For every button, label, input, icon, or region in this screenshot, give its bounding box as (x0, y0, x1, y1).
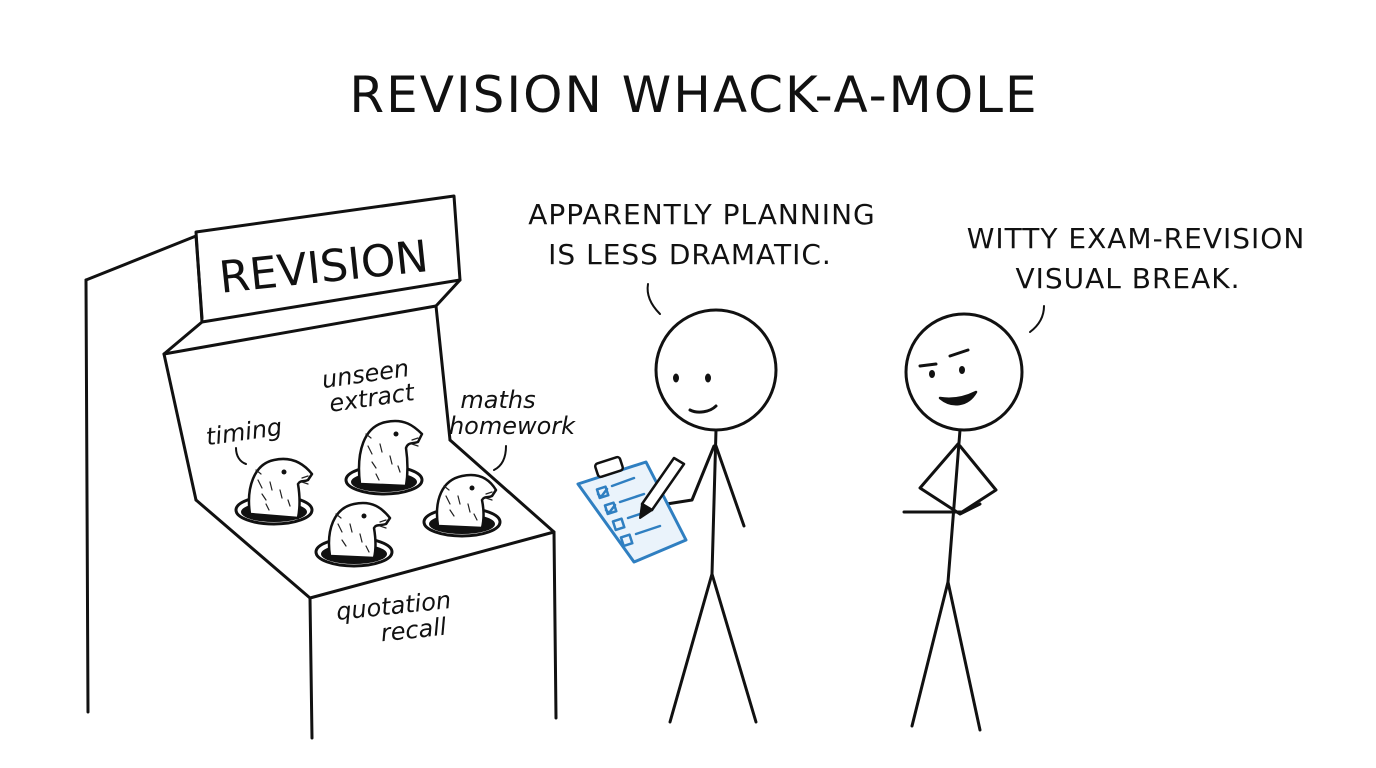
friend-right-leg (946, 580, 982, 732)
friend-stick-figure: WITTY EXAM-REVISION VISUAL BREAK. (902, 222, 1306, 732)
check-mark-1 (596, 487, 609, 499)
label-timing: timing (204, 413, 284, 451)
planner-speech-pointer (646, 283, 661, 315)
checklist-line (610, 476, 636, 488)
planner-body (710, 428, 718, 576)
machine-top-edge (84, 234, 198, 282)
machine-table-top (194, 438, 556, 600)
planner-right-arm (714, 444, 746, 528)
machine-connector-left (162, 320, 204, 356)
machine-sign-text: REVISION (217, 231, 431, 304)
check-mark-2 (604, 503, 617, 515)
planner-right-leg (710, 572, 758, 724)
friend-eye-right (959, 366, 965, 374)
machine-connector-right (434, 278, 462, 308)
label-timing-pointer (235, 447, 247, 465)
machine-front-right-edge (552, 530, 558, 720)
checkbox-4 (619, 533, 634, 548)
planner-eye-left (673, 373, 679, 383)
checkbox-3 (611, 517, 626, 532)
clipboard-clip (594, 455, 624, 479)
clipboard (576, 455, 688, 564)
machine-left-side (84, 278, 90, 714)
planner-left-leg (668, 572, 714, 724)
comic-title: REVISION WHACK-A-MOLE (349, 66, 1038, 124)
planner-stick-figure: APPARENTLY PLANNING IS LESS DRAMATIC. (528, 198, 875, 724)
machine-front-left-edge (308, 596, 314, 740)
friend-left-leg (910, 580, 950, 728)
planner-speech-line2: IS LESS DRAMATIC. (548, 238, 832, 271)
machine-back-right (434, 304, 452, 442)
machine-back-top (162, 304, 438, 356)
friend-body (946, 428, 962, 584)
friend-head (904, 312, 1024, 432)
mole-unseen-extract (357, 419, 424, 488)
friend-crossed-arm-left (918, 442, 982, 516)
friend-speech-line2: VISUAL BREAK. (1015, 262, 1240, 295)
friend-eye-left (929, 370, 935, 378)
machine-back-left (162, 352, 198, 502)
label-maths-homework-line2: homework (449, 412, 576, 440)
planner-speech-line1: APPARENTLY PLANNING (528, 198, 875, 231)
planner-head (654, 308, 778, 432)
friend-brow-left (918, 362, 938, 368)
mole-timing (247, 457, 314, 520)
mole-maths-homework (435, 473, 498, 530)
checklist-line (634, 524, 662, 536)
label-maths-homework-line1: maths (460, 386, 535, 414)
label-maths-homework-pointer (493, 445, 507, 471)
friend-crossed-arm-right (902, 444, 998, 514)
whack-a-mole-machine: REVISION (84, 194, 576, 740)
label-quotation-recall-line2: recall (379, 613, 448, 648)
planner-mouth (688, 404, 718, 414)
friend-smirk (938, 390, 978, 406)
mole-quotation-recall (327, 501, 392, 560)
friend-brow-right (948, 348, 970, 358)
pencil-icon (639, 456, 686, 519)
planner-eye-right (705, 373, 711, 383)
friend-speech-pointer (1029, 305, 1045, 333)
checklist-line (618, 492, 646, 504)
friend-speech-line1: WITTY EXAM-REVISION (967, 222, 1306, 255)
